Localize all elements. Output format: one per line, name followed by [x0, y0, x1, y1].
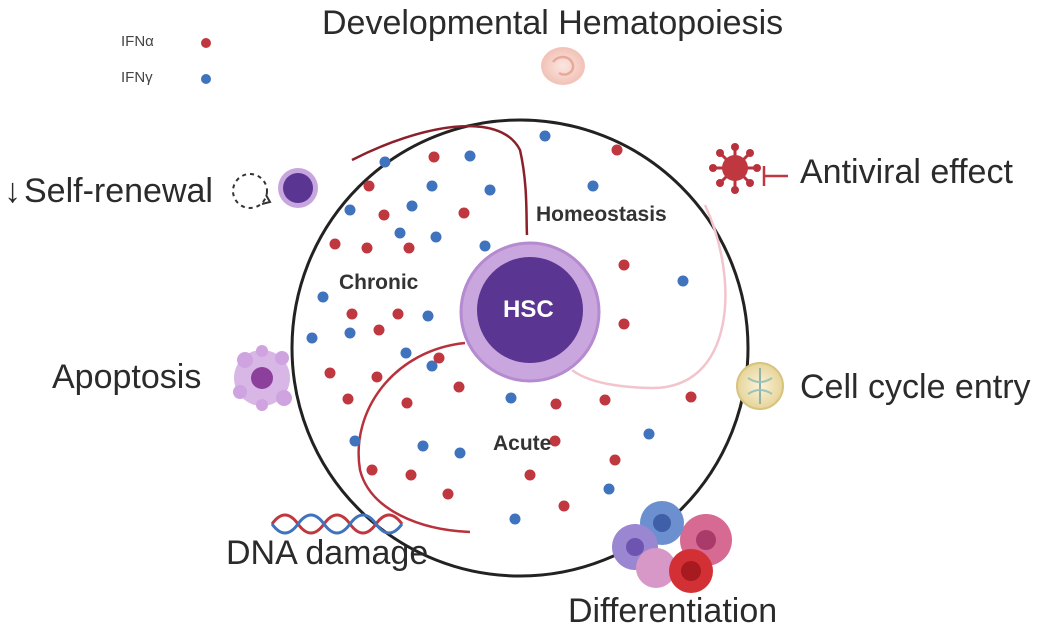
label-dna-damage: DNA damage	[226, 534, 429, 572]
embryo-icon	[541, 47, 585, 85]
label-chronic: Chronic	[339, 271, 419, 294]
ifn-gamma-dot	[344, 327, 356, 339]
boundary-light	[571, 204, 727, 390]
ifn-dots	[306, 130, 697, 525]
dividing-cell-icon	[736, 362, 784, 410]
ifn-alpha-dot	[609, 454, 621, 466]
legend-ifn-gamma-swatch	[201, 74, 211, 84]
ifn-alpha-dot	[549, 435, 561, 447]
ifn-alpha-dot	[685, 391, 697, 403]
ifn-gamma-dot	[643, 428, 655, 440]
ifn-gamma-dot	[509, 513, 521, 525]
ifn-gamma-dot	[484, 184, 496, 196]
label-differentiation: Differentiation	[568, 592, 778, 630]
ifn-alpha-dot	[329, 238, 341, 250]
ifn-alpha-dot	[342, 393, 354, 405]
ifn-gamma-dot	[677, 275, 689, 287]
legend-ifn-gamma-label: IFNγ	[121, 69, 153, 86]
ifn-alpha-dot	[618, 318, 630, 330]
ifn-alpha-dot	[373, 324, 385, 336]
ifn-gamma-dot	[454, 447, 466, 459]
self-renewal-arrow: ↓	[4, 172, 21, 210]
ifn-alpha-dot	[378, 209, 390, 221]
ifn-alpha-dot	[550, 398, 562, 410]
ifn-alpha-dot	[618, 259, 630, 271]
ifn-alpha-dot	[428, 151, 440, 163]
ifn-gamma-dot	[394, 227, 406, 239]
hsc-label: HSC	[503, 296, 554, 323]
ifn-gamma-dot	[344, 204, 356, 216]
label-homeostasis: Homeostasis	[536, 203, 667, 226]
ifn-alpha-dot	[405, 469, 417, 481]
blood-cells-icon	[612, 501, 732, 593]
label-developmental-hematopoiesis: Developmental Hematopoiesis	[322, 4, 784, 42]
ifn-gamma-dot	[430, 231, 442, 243]
ifn-alpha-dot	[599, 394, 611, 406]
ifn-gamma-dot	[505, 392, 517, 404]
label-apoptosis: Apoptosis	[52, 358, 202, 396]
ifn-gamma-dot	[317, 291, 329, 303]
hsc-core	[477, 257, 583, 363]
ifn-alpha-dot	[366, 464, 378, 476]
ifn-gamma-dot	[587, 180, 599, 192]
ifn-gamma-dot	[603, 483, 615, 495]
ifn-gamma-dot	[422, 310, 434, 322]
ifn-alpha-dot	[361, 242, 373, 254]
label-self-renewal: Self-renewal	[24, 172, 213, 210]
ifn-alpha-dot	[363, 180, 375, 192]
dna-helix-icon	[270, 513, 404, 535]
ifn-gamma-dot	[539, 130, 551, 142]
ifn-alpha-dot	[401, 397, 413, 409]
boundary-homeostasis	[351, 124, 529, 236]
ifn-alpha-dot	[442, 488, 454, 500]
ifn-gamma-dot	[426, 180, 438, 192]
ifn-gamma-dot	[464, 150, 476, 162]
ifn-alpha-dot	[371, 371, 383, 383]
label-cell-cycle-entry: Cell cycle entry	[800, 368, 1031, 406]
boundary-acute	[357, 341, 471, 534]
legend-ifn-alpha-label: IFNα	[121, 33, 154, 50]
ifn-alpha-dot	[433, 352, 445, 364]
ifn-gamma-dot	[379, 156, 391, 168]
ifn-gamma-dot	[349, 435, 361, 447]
ifn-gamma-dot	[406, 200, 418, 212]
virus-icon	[709, 143, 788, 194]
ifn-alpha-dot	[453, 381, 465, 393]
apoptotic-cell-icon	[233, 345, 292, 411]
ifn-gamma-dot	[306, 332, 318, 344]
label-antiviral-effect: Antiviral effect	[800, 153, 1013, 191]
ifn-alpha-dot	[611, 144, 623, 156]
stem-cell-icon	[232, 168, 318, 209]
ifn-alpha-dot	[403, 242, 415, 254]
ifn-alpha-dot	[458, 207, 470, 219]
ifn-alpha-dot	[524, 469, 536, 481]
label-acute: Acute	[493, 432, 552, 455]
ifn-gamma-dot	[426, 360, 438, 372]
legend-ifn-alpha-swatch	[201, 38, 211, 48]
ifn-gamma-dot	[400, 347, 412, 359]
ifn-gamma-dot	[479, 240, 491, 252]
ifn-alpha-dot	[324, 367, 336, 379]
ifn-alpha-dot	[558, 500, 570, 512]
ifn-alpha-dot	[346, 308, 358, 320]
ifn-gamma-dot	[417, 440, 429, 452]
ifn-alpha-dot	[392, 308, 404, 320]
